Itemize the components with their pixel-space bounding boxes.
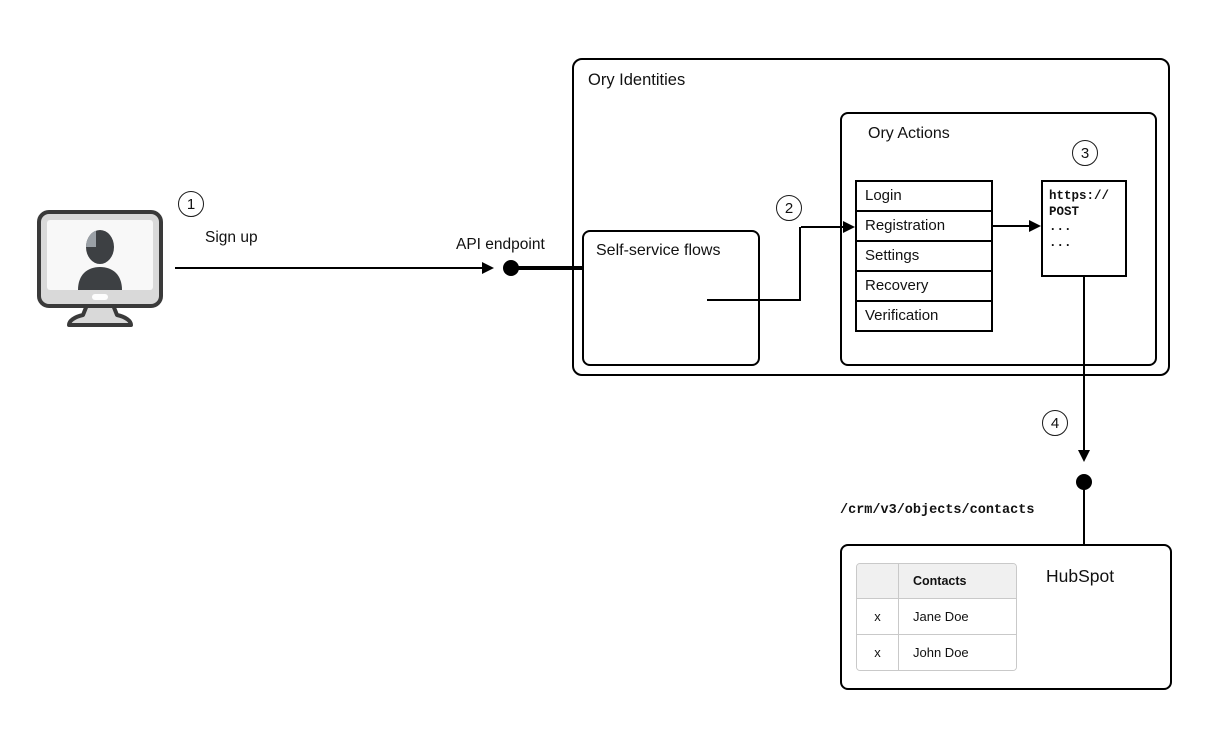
flows-connector-vertical: [799, 227, 801, 301]
contacts-table-header-row: Contacts: [857, 564, 1016, 598]
ory-identities-title: Ory Identities: [588, 71, 686, 89]
ory-actions-title: Ory Actions: [868, 125, 950, 142]
endpoint-to-flows-line: [518, 266, 582, 270]
code-line-ellipsis-2: ...: [1049, 235, 1072, 250]
endpoint-to-hubspot-line: [1083, 489, 1085, 544]
table-contacts-header-cell: Contacts: [913, 574, 967, 588]
registration-arrowhead: [843, 221, 855, 233]
webhook-down-arrowhead: [1078, 450, 1090, 462]
row-name-cell: Jane Doe: [913, 609, 969, 624]
flow-list-item-registration: Registration: [857, 212, 991, 242]
step-badge-1: 1: [178, 191, 204, 217]
row-mark-cell: x: [857, 599, 899, 634]
flows-connector-horizontal: [707, 299, 801, 301]
contacts-table: Contacts x Jane Doe x John Doe: [856, 563, 1017, 671]
self-service-flows-box: Self-service flows: [582, 230, 760, 366]
api-endpoint-dot: [503, 260, 519, 276]
flows-connector-top: [801, 226, 843, 228]
table-row: x Jane Doe: [857, 598, 1016, 634]
webhook-code-box: https:// POST ... ...: [1041, 180, 1127, 277]
flow-list-item-recovery: Recovery: [857, 272, 991, 302]
api-endpoint-label: API endpoint: [456, 236, 545, 253]
row-name-cell: John Doe: [913, 645, 969, 660]
crm-path-label: /crm/v3/objects/contacts: [840, 503, 1035, 518]
webhook-arrowhead: [1029, 220, 1041, 232]
hubspot-endpoint-dot: [1076, 474, 1092, 490]
hubspot-title: HubSpot: [1046, 566, 1115, 586]
ory-identities-box: Ory Identities: [572, 58, 1170, 376]
flow-list-item-settings: Settings: [857, 242, 991, 272]
table-corner-header-cell: [857, 564, 899, 598]
row-mark-cell: x: [857, 635, 899, 670]
ory-actions-box: Ory Actions: [840, 112, 1157, 366]
webhook-down-line: [1083, 276, 1085, 451]
code-line-method: POST: [1049, 204, 1080, 219]
user-computer-icon: [37, 210, 163, 327]
step-badge-3: 3: [1072, 140, 1098, 166]
self-service-flows-title: Self-service flows: [596, 242, 721, 259]
registration-to-webhook-line: [993, 225, 1029, 227]
code-line-url: https://: [1049, 189, 1110, 203]
flow-list-item-login: Login: [857, 182, 991, 212]
signup-arrow-line: [175, 267, 482, 269]
sign-up-label: Sign up: [205, 229, 258, 246]
table-row: x John Doe: [857, 634, 1016, 670]
hubspot-box: HubSpot: [840, 544, 1172, 690]
flow-list-item-verification: Verification: [857, 302, 991, 330]
flow-list: Login Registration Settings Recovery Ver…: [855, 180, 993, 332]
code-line-ellipsis-1: ...: [1049, 220, 1072, 234]
step-badge-2: 2: [776, 195, 802, 221]
step-badge-4: 4: [1042, 410, 1068, 436]
signup-arrowhead: [482, 262, 494, 274]
